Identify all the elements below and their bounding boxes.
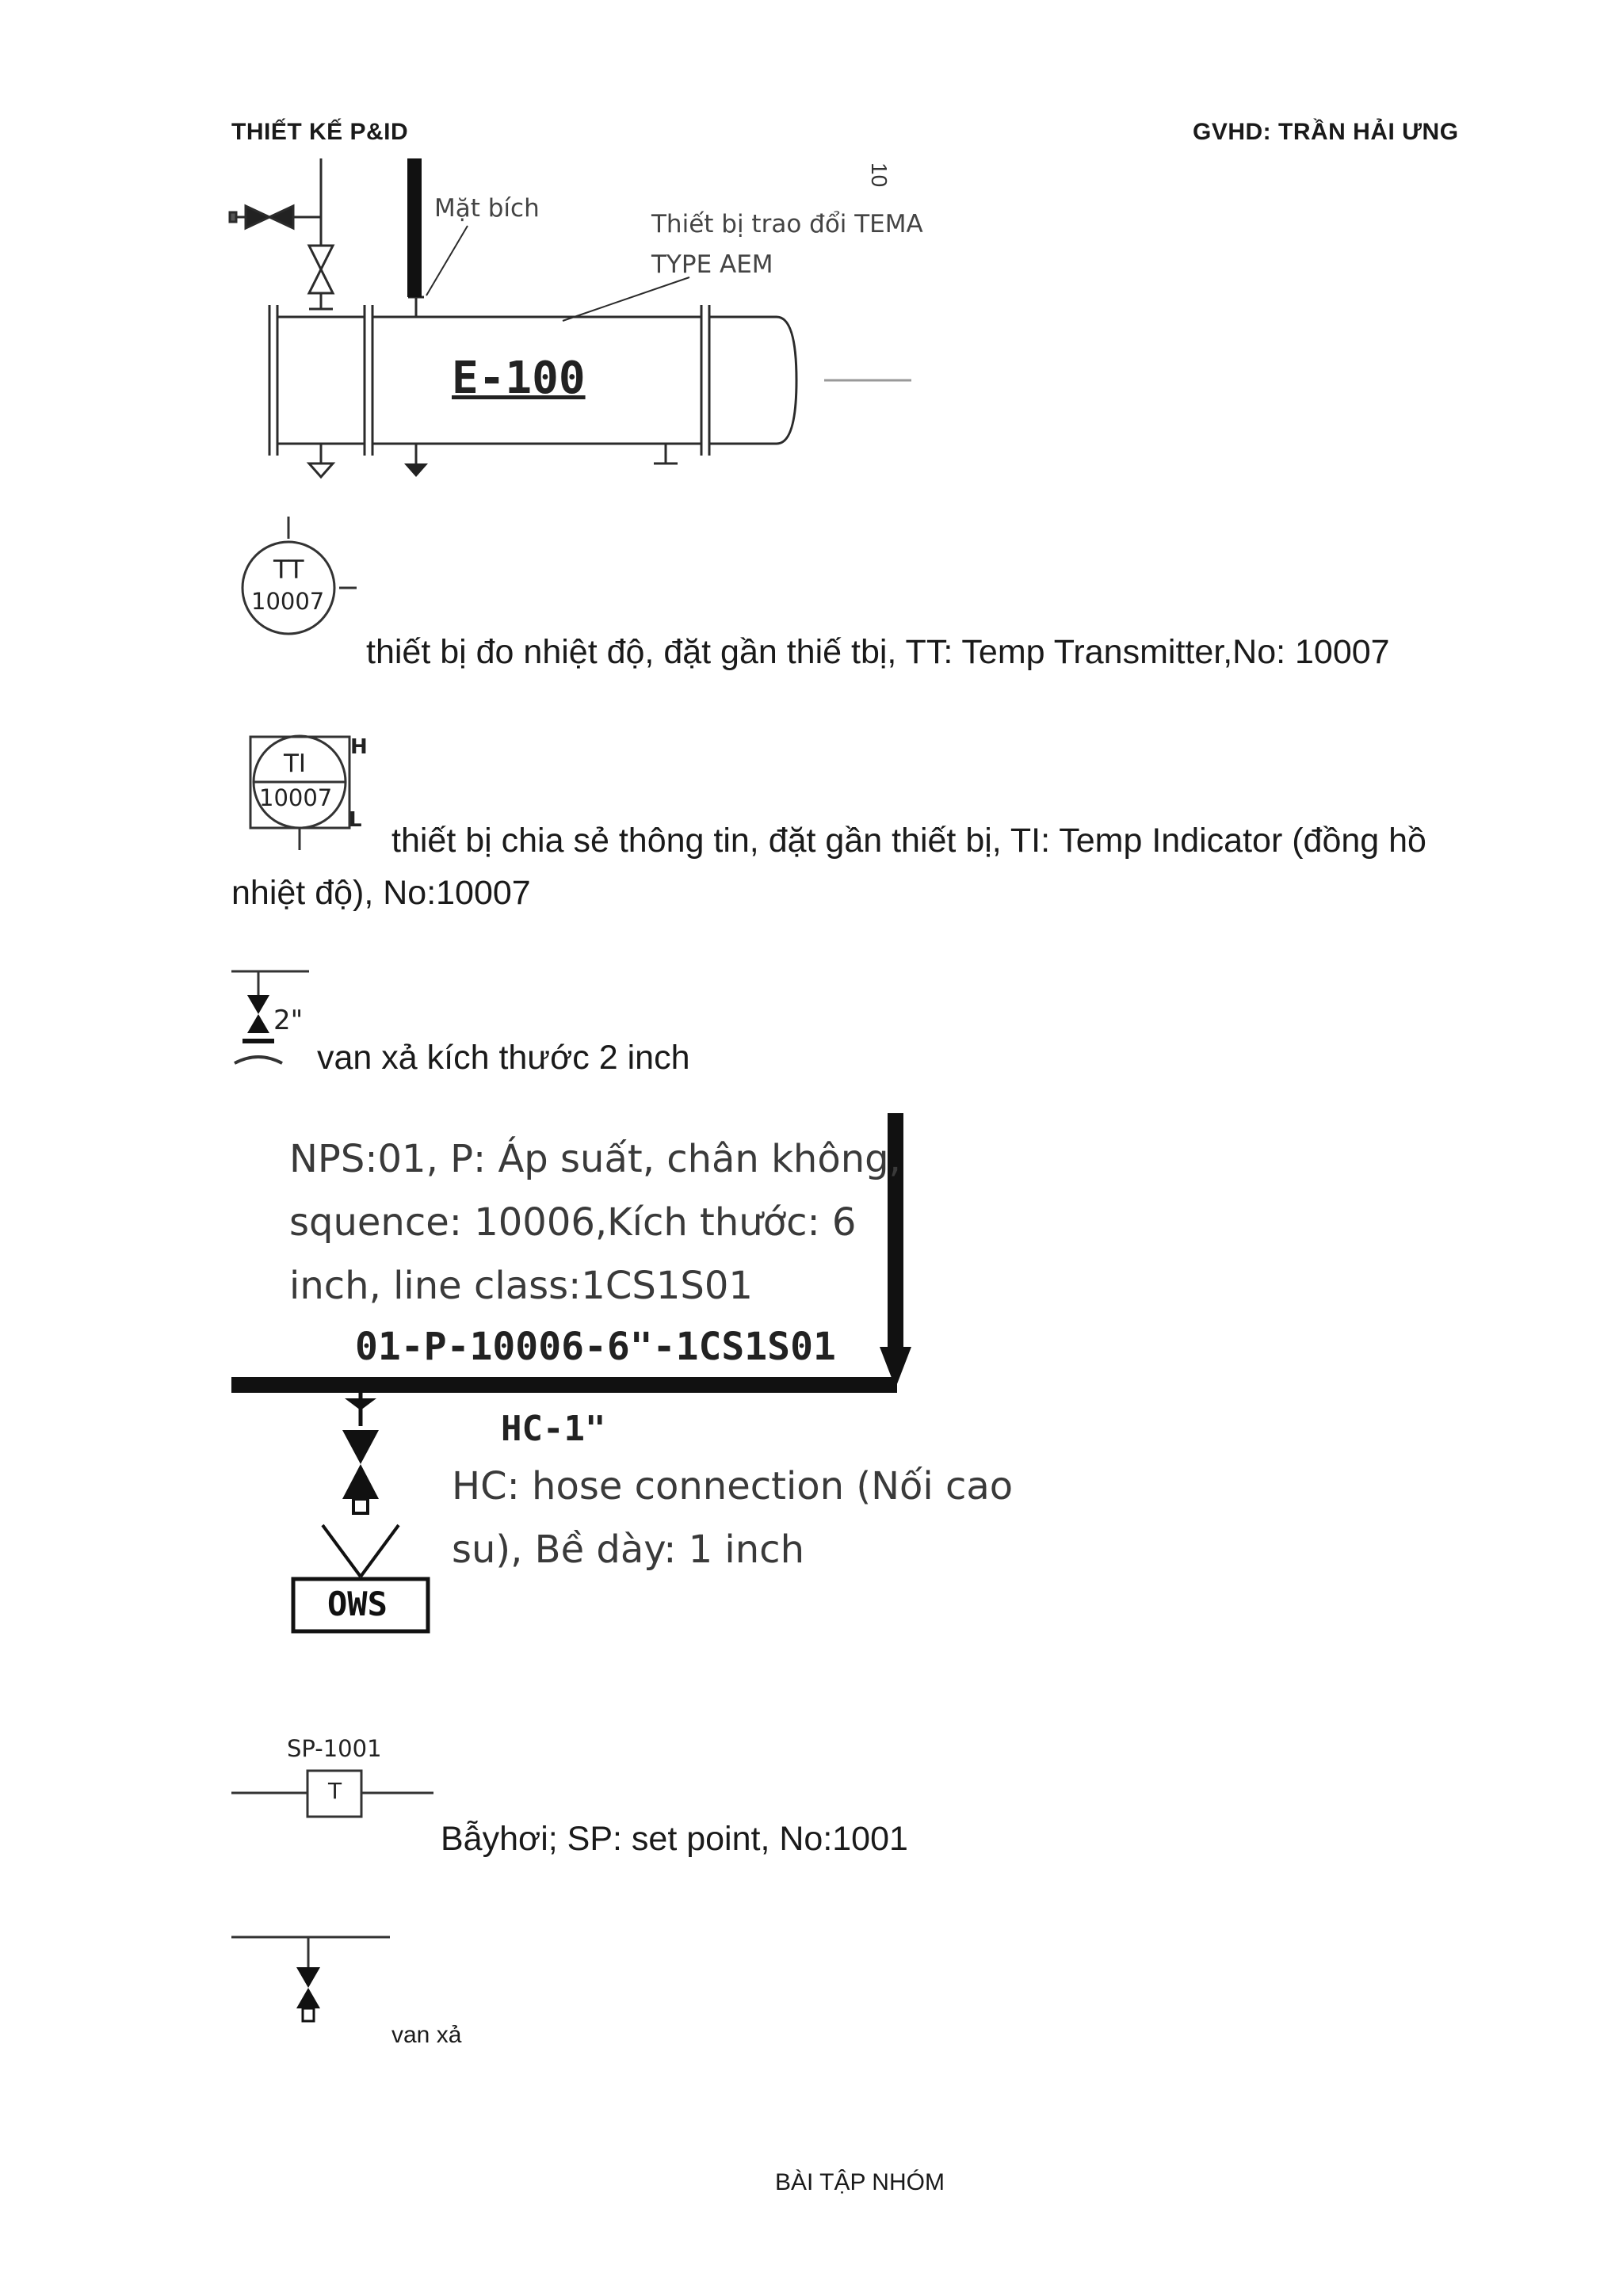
- ti-low-mark: L: [349, 808, 362, 832]
- exchanger-tag: E-100: [452, 353, 586, 404]
- tt-bubble-number: 10007: [251, 588, 325, 615]
- steam-trap-box-label: T: [328, 1778, 342, 1804]
- exchanger-edge-mark: 10: [867, 162, 892, 188]
- steam-trap-tag: SP-1001: [287, 1735, 382, 1762]
- header-left: THIẾT KẾ P&ID: [231, 119, 409, 145]
- line-hose-diagram: [231, 1113, 911, 1634]
- drain-valve-symbol: [231, 1936, 390, 2023]
- drain-valve-size-mark: 2": [273, 1005, 304, 1036]
- steam-trap-description: Bẫyhơi; SP: set point, No:1001: [441, 1820, 908, 1858]
- exchanger-type-label-1: Thiết bị trao đổi TEMA: [651, 210, 923, 238]
- ti-instrument-bubble: [249, 734, 351, 850]
- exchanger-type-label-2: TYPE AEM: [651, 250, 773, 279]
- ows-label: OWS: [327, 1585, 388, 1623]
- tt-instrument-bubble: [241, 517, 357, 635]
- hose-tag: HC-1": [501, 1409, 606, 1449]
- drain-valve-2in-description: van xả kích thước 2 inch: [317, 1039, 690, 1077]
- line-note-3: inch, line class:1CS1S01: [289, 1264, 753, 1308]
- drain-valve-description: van xả: [391, 2022, 462, 2048]
- line-note-1: NPS:01, P: Áp suất, chân không,: [289, 1137, 901, 1181]
- hose-note-1: HC: hose connection (Nối cao: [452, 1464, 1014, 1508]
- line-tag: 01-P-10006-6"-1CS1S01: [355, 1325, 836, 1369]
- ti-bubble-top: TI: [284, 749, 307, 778]
- flange-label: Mặt bích: [434, 194, 540, 223]
- line-note-2: squence: 10006,Kích thước: 6: [289, 1200, 857, 1245]
- steam-trap-symbol: [231, 1769, 433, 1818]
- drain-valve-2in-symbol: [231, 970, 309, 1065]
- ti-bubble-number: 10007: [259, 784, 333, 811]
- ti-description: thiết bị chia sẻ thông tin, đặt gần thiế…: [231, 822, 1426, 912]
- header-right: GVHD: TRẦN HẢI ƯNG: [1193, 119, 1459, 145]
- footer-text: BÀI TẬP NHÓM: [775, 2169, 945, 2195]
- ti-high-mark: H: [350, 735, 368, 759]
- tt-bubble-top: TT: [273, 555, 304, 585]
- hose-note-2: su), Bề dày: 1 inch: [452, 1527, 804, 1572]
- heat-exchanger-diagram: [228, 158, 911, 479]
- tt-description: thiết bị đo nhiệt độ, đặt gần thiế tbị, …: [366, 633, 1390, 671]
